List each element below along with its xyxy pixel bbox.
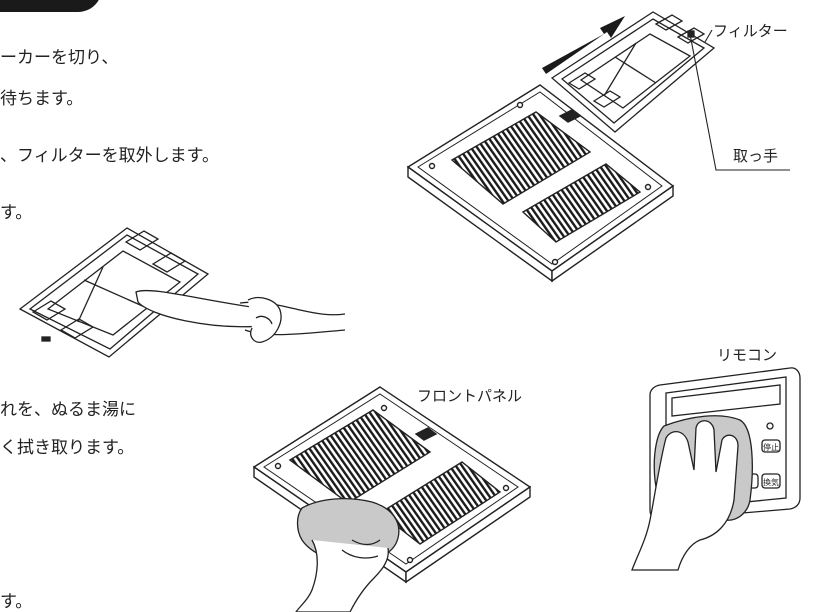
section-header-tab [0,0,102,12]
instruction-line-3: 、フィルターを取外します。 [0,146,219,166]
instruction-line-2: 待ちます。 [0,89,84,109]
filter-illustration [550,11,716,133]
front-panel-label: フロントパネル [417,387,523,405]
remote-label: リモコン [717,346,778,364]
vacuum-nozzle-illustration [135,289,346,343]
filter-label: フィルター [713,22,788,40]
instruction-line-1: ーカーを切り、 [0,48,119,68]
instruction-line-5: れを、ぬるま湯に [0,400,136,420]
filter-cleaning-illustration [18,227,210,358]
cloth-hand-illustration [295,498,400,612]
front-panel-wipe-illustration [252,386,532,584]
instruction-line-6: く拭き取ります。 [0,438,135,458]
instruction-line-7: す。 [0,592,33,612]
handle-leader-line [689,33,790,171]
removal-arrow-icon [542,16,625,74]
handle-label: 取っ手 [733,147,779,165]
remote-cloth-hand-illustration [631,415,753,571]
ceiling-unit-illustration [406,84,675,283]
instruction-line-4: す。 [0,203,33,223]
remote-exhaust-button-text: 換気 [763,477,779,487]
remote-stop-button-text: 停止 [763,442,779,452]
